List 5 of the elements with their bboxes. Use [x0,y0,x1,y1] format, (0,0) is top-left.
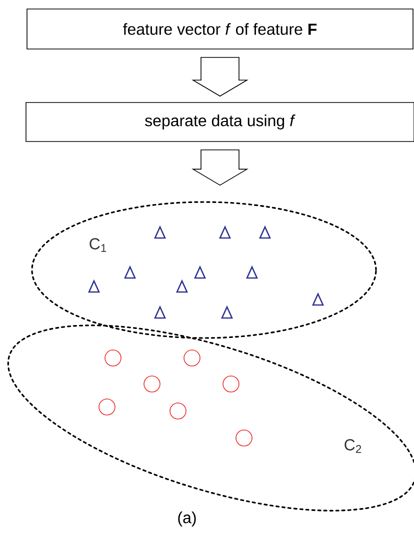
process-box: separate data using f [26,102,414,142]
block-arrow [192,57,248,97]
caption: (a) [178,512,196,526]
process-box: feature vector f of feature F [26,8,414,50]
block-arrow [192,150,248,186]
